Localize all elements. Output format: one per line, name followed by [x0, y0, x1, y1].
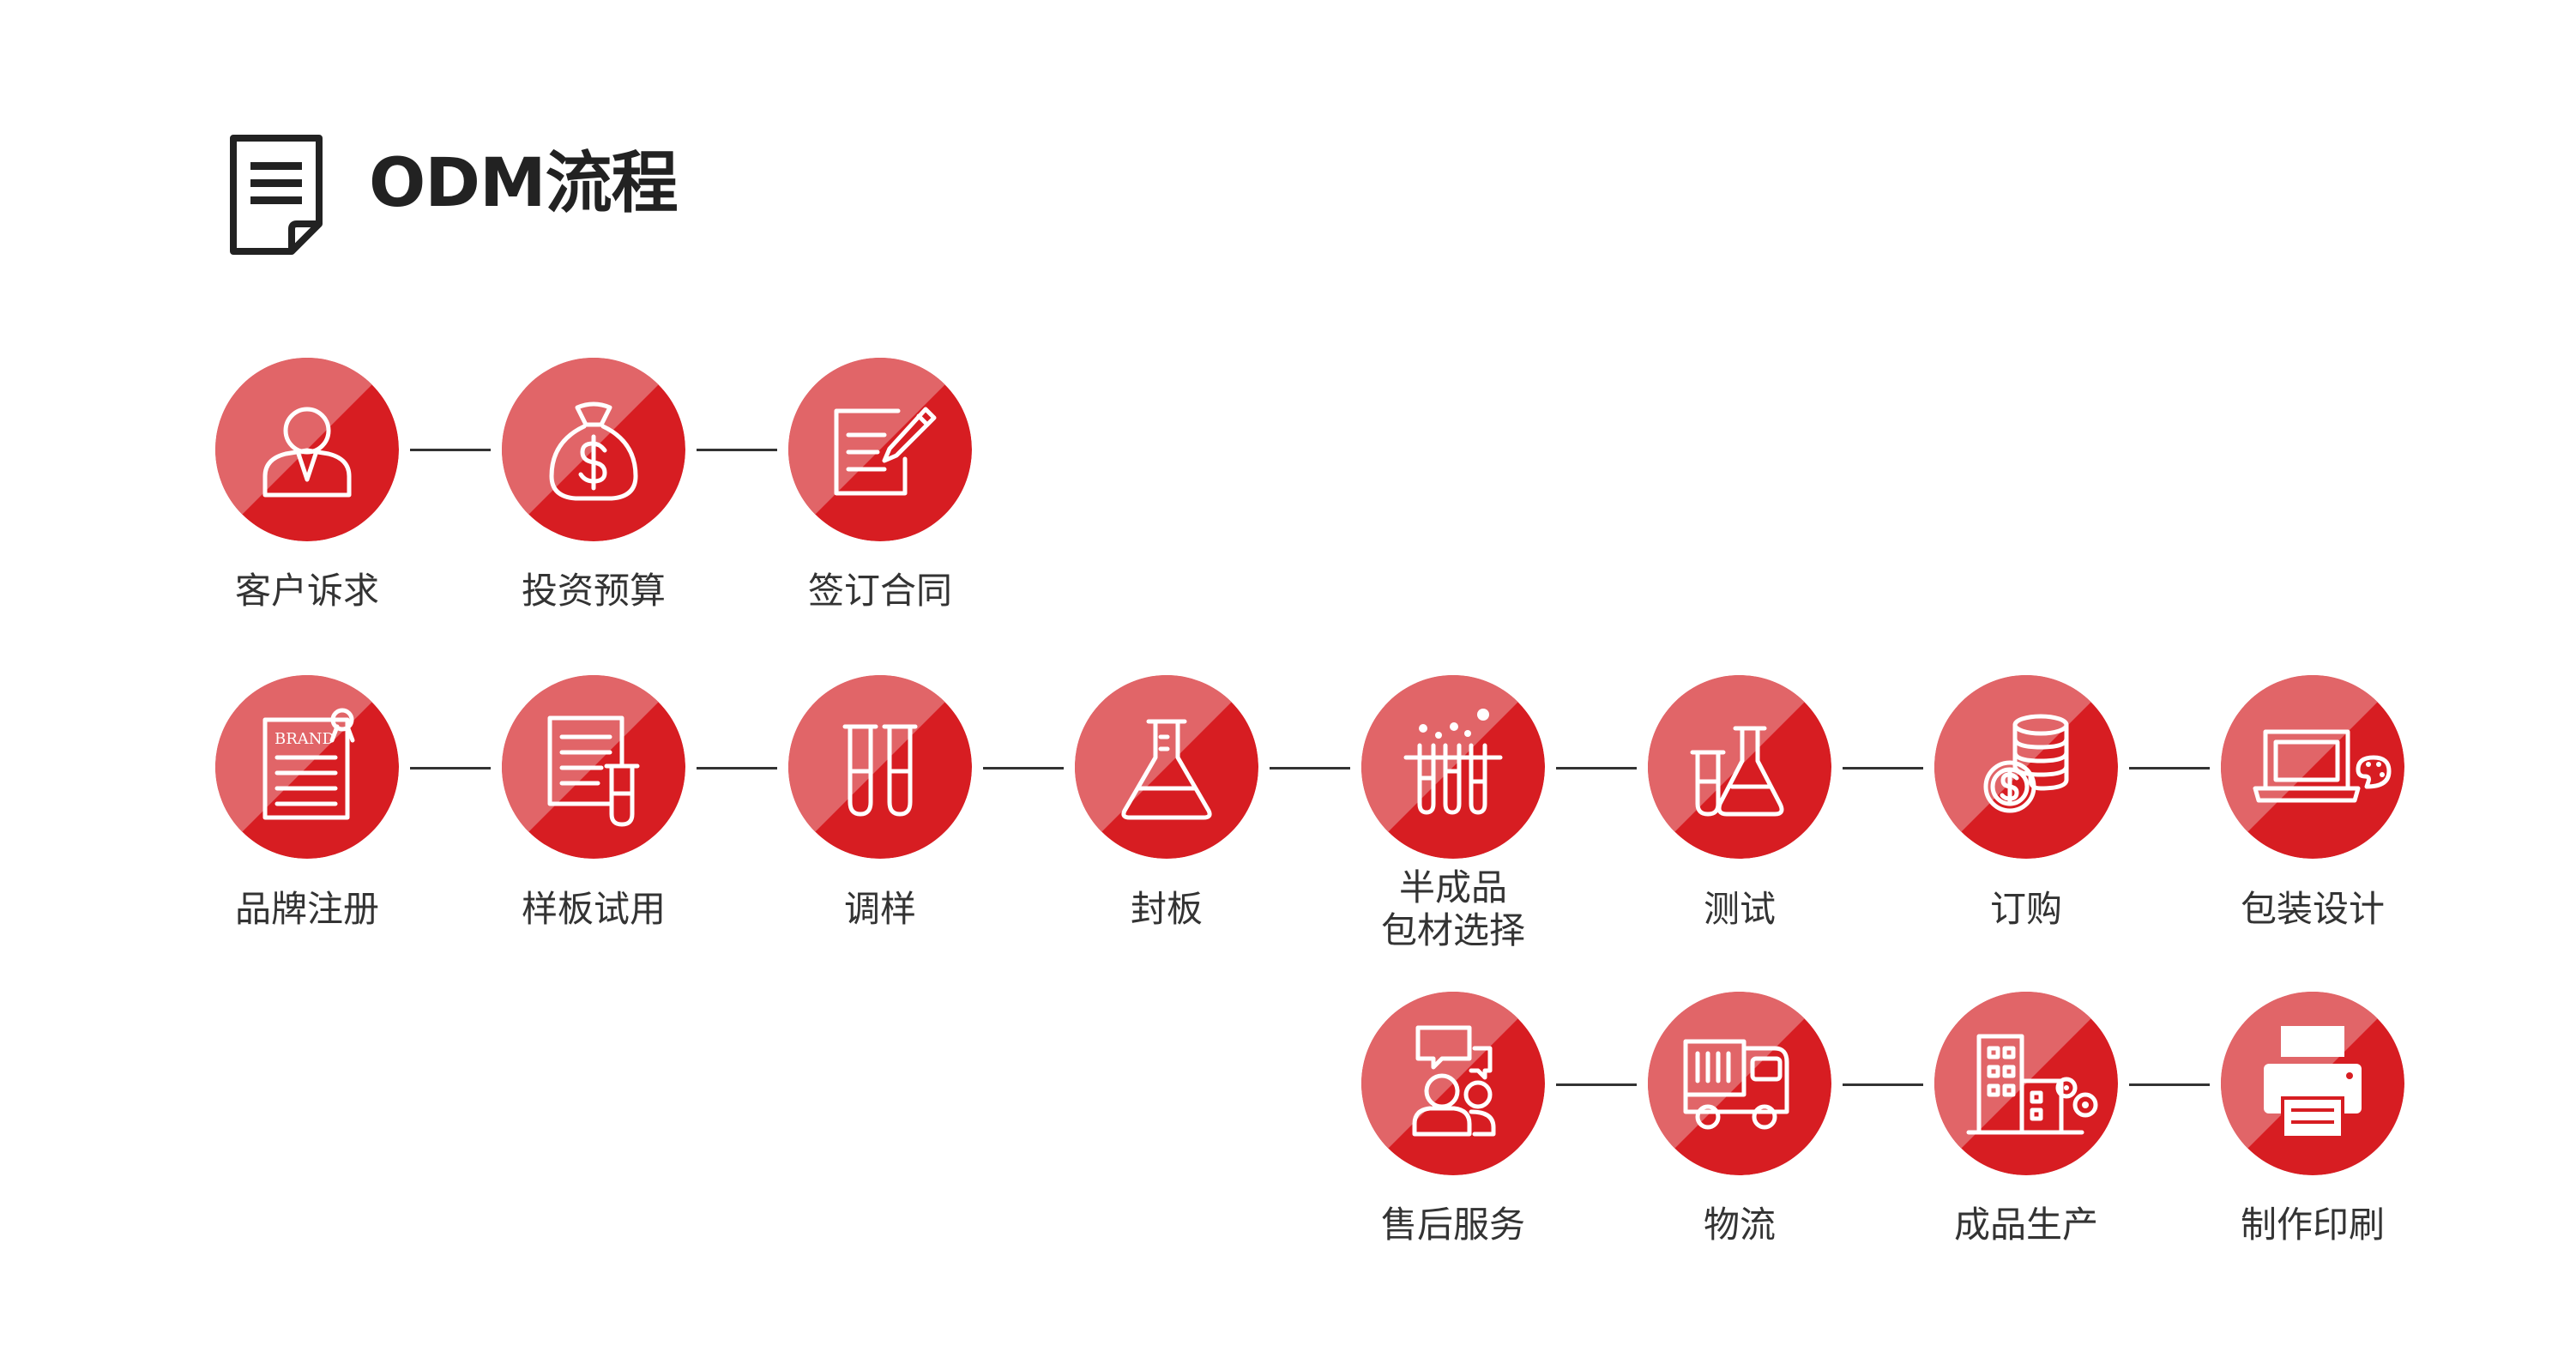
step-seal-sample — [1075, 675, 1258, 859]
step-printing — [2221, 992, 2404, 1175]
coin-stack-icon — [1983, 714, 2069, 813]
beaker-testing-icon — [1690, 726, 1784, 817]
connector-line — [1556, 1083, 1637, 1086]
laptop-palette-icon — [2253, 729, 2392, 803]
step-label: 封板 — [1130, 888, 1203, 930]
brand-text: BRAND — [274, 730, 335, 748]
page-title: ODM流程 — [369, 145, 679, 222]
step-after-sales — [1361, 992, 1545, 1175]
step-label: 售后服务 — [1380, 1204, 1525, 1246]
test-tube-rack-icon — [1403, 743, 1503, 815]
sample-document-icon — [547, 715, 640, 827]
connector-line — [1556, 767, 1637, 769]
step-label: 投资预算 — [521, 570, 666, 612]
step-sample-trial — [502, 675, 685, 859]
step-label-line2: 包材选择 — [1380, 909, 1525, 951]
step-label: 签订合同 — [807, 570, 952, 612]
step-label: 客户诉求 — [234, 570, 379, 612]
step-sign-contract — [788, 358, 972, 541]
step-label: 订购 — [1989, 888, 2062, 930]
step-label: 品牌注册 — [234, 888, 379, 930]
step-label: 样板试用 — [521, 888, 666, 930]
flask-icon — [1121, 719, 1212, 820]
money-bag-icon — [549, 401, 638, 501]
step-order — [1934, 675, 2118, 859]
connector-line — [2129, 1083, 2210, 1086]
step-label: 测试 — [1703, 888, 1776, 930]
step-label: 制作印刷 — [2240, 1204, 2385, 1246]
step-testing — [1648, 675, 1831, 859]
step-investment-budget — [502, 358, 685, 541]
step-customer-request — [215, 358, 399, 541]
factory-icon — [1966, 1034, 2098, 1135]
step-label: 调样 — [843, 888, 916, 930]
step-logistics — [1648, 992, 1831, 1175]
connector-line — [983, 767, 1064, 769]
test-tubes-icon — [842, 724, 918, 817]
connector-line — [1843, 1083, 1923, 1086]
step-packaging-design — [2221, 675, 2404, 859]
step-adjust-sample — [788, 675, 972, 859]
step-label-line1: 半成品 — [1398, 866, 1507, 908]
step-finished-production — [1934, 992, 2118, 1175]
step-label: 包装设计 — [2240, 888, 2385, 930]
step-semi-finished-packaging — [1361, 675, 1545, 859]
connector-line — [410, 449, 491, 451]
contract-sign-icon — [834, 407, 937, 496]
customer-service-icon — [1412, 1025, 1496, 1137]
step-label: 物流 — [1703, 1204, 1776, 1246]
brand-certificate-icon — [262, 708, 355, 820]
step-label: 成品生产 — [1953, 1204, 2098, 1246]
connector-line — [1270, 767, 1350, 769]
document-icon — [230, 135, 323, 255]
connector-line — [697, 449, 777, 451]
connector-line — [2129, 767, 2210, 769]
connector-line — [697, 767, 777, 769]
step-brand-registration: BRAND — [215, 675, 399, 859]
step-label: 半成品 包材选择 — [1312, 866, 1595, 952]
connector-line — [1843, 767, 1923, 769]
connector-line — [410, 767, 491, 769]
delivery-truck-icon — [1683, 1039, 1789, 1130]
printer-icon — [2264, 1026, 2362, 1139]
customer-icon — [262, 407, 352, 498]
